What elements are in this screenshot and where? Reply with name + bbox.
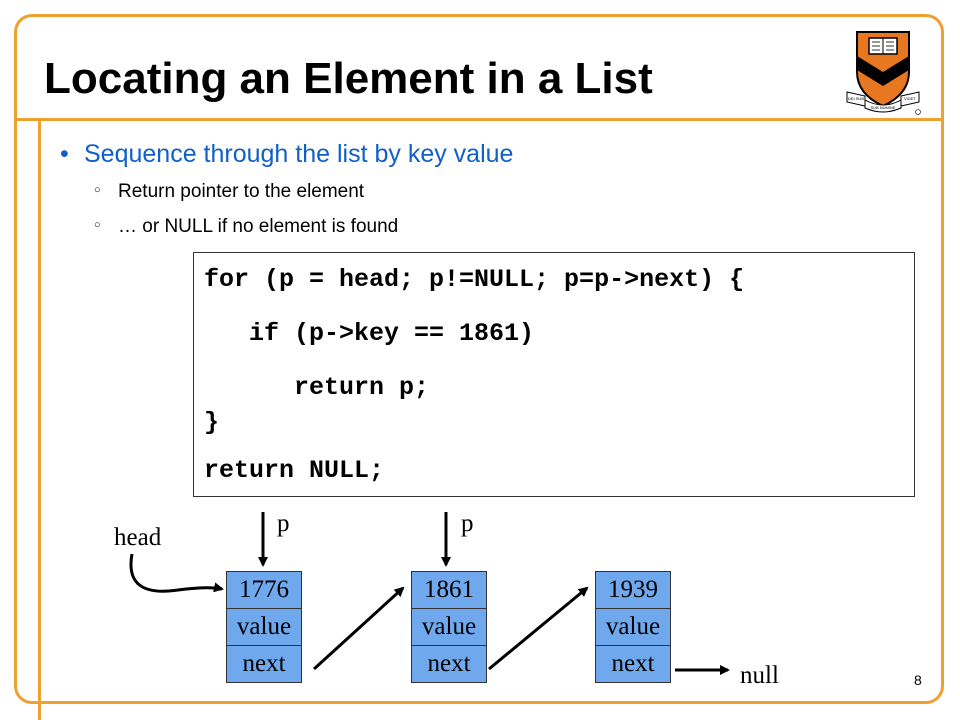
- bullet-marker: •: [60, 140, 69, 168]
- page-number: 8: [914, 672, 922, 688]
- sub-bullet-text: … or NULL if no element is found: [118, 216, 399, 237]
- pointer-label-p: p: [461, 510, 474, 537]
- princeton-shield-logo: DEI SUB SUB NUMINE VIGET: [846, 31, 921, 115]
- pointer-label-p: p: [277, 510, 290, 537]
- node-next: next: [411, 646, 487, 683]
- sub-bullet-text: Return pointer to the element: [118, 181, 365, 202]
- logo-banner-center: SUB NUMINE: [870, 105, 895, 110]
- sub-bullet-marker: ○: [94, 183, 101, 196]
- node-key: 1939: [595, 571, 671, 609]
- sub-bullet: ○ Return pointer to the element: [94, 181, 364, 203]
- head-label: head: [114, 524, 162, 551]
- node-key: 1861: [411, 571, 487, 609]
- sub-bullet-marker: ○: [94, 218, 101, 231]
- code-line: }: [204, 408, 220, 437]
- code-line: return NULL;: [204, 456, 385, 485]
- node-next: next: [226, 646, 302, 683]
- null-label: null: [740, 662, 779, 689]
- left-accent-bar: [38, 118, 41, 720]
- title-divider: [14, 118, 944, 121]
- sub-bullet: ○ … or NULL if no element is found: [94, 216, 398, 238]
- node-value: value: [411, 609, 487, 646]
- logo-banner-right: VIGET: [904, 96, 917, 101]
- code-block: for (p = head; p!=NULL; p=p->next) { if …: [193, 252, 915, 497]
- node-next: next: [595, 646, 671, 683]
- slide-frame: [14, 14, 944, 704]
- list-node: 1861 value next: [411, 571, 487, 683]
- code-line: for (p = head; p!=NULL; p=p->next) {: [204, 265, 745, 294]
- logo-banner-left: DEI SUB: [848, 96, 864, 101]
- node-value: value: [595, 609, 671, 646]
- node-key: 1776: [226, 571, 302, 609]
- next-arrow-2: [488, 586, 589, 671]
- head-arrow: [129, 553, 224, 593]
- list-node: 1939 value next: [595, 571, 671, 683]
- main-bullet-text: Sequence through the list by key value: [84, 140, 514, 168]
- main-bullet: • Sequence through the list by key value: [60, 140, 513, 169]
- slide-title: Locating an Element in a List: [44, 54, 653, 103]
- node-value: value: [226, 609, 302, 646]
- list-node: 1776 value next: [226, 571, 302, 683]
- next-arrow-1: [312, 586, 405, 671]
- code-line: return p;: [204, 373, 430, 402]
- code-line: if (p->key == 1861): [204, 319, 535, 348]
